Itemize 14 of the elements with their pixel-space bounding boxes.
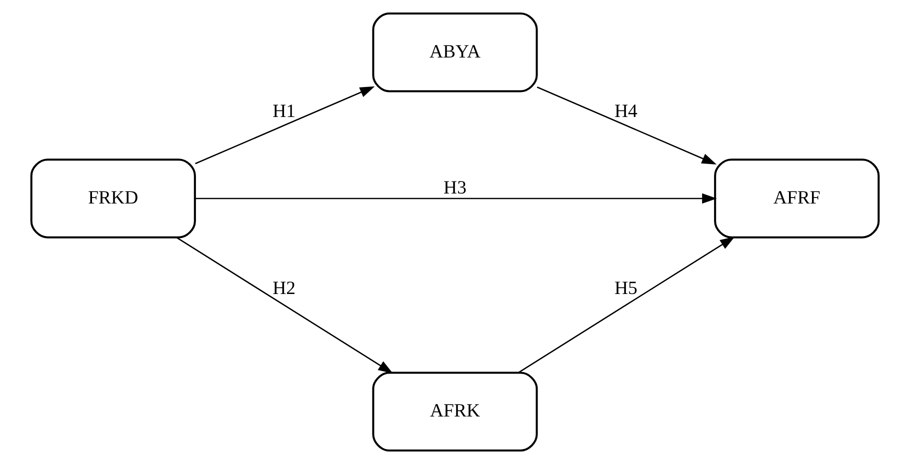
node-box: AFRF — [714, 158, 880, 238]
edge-label: H5 — [614, 278, 638, 299]
node-box: FRKD — [30, 158, 196, 238]
edge-label: H2 — [272, 278, 296, 299]
edge-label: H1 — [272, 100, 296, 122]
edge-label: H3 — [444, 177, 466, 198]
arrow — [195, 86, 375, 164]
arrow — [176, 237, 393, 374]
arrow — [195, 193, 717, 204]
edge-label: H4 — [614, 100, 638, 122]
arrow — [518, 236, 735, 374]
node-box: AFRK — [372, 372, 538, 452]
node-box: ABYA — [372, 12, 538, 92]
arrow — [536, 86, 717, 164]
